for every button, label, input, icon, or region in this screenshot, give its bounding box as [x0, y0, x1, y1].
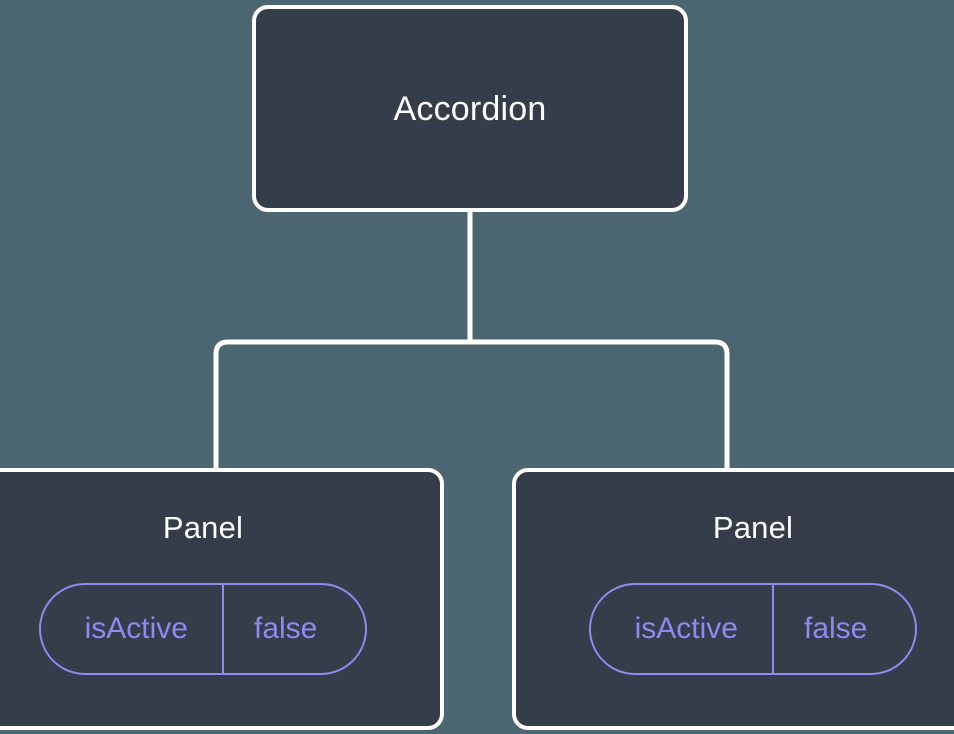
connector-branch-left	[213, 339, 470, 470]
node-panel-right[interactable]: Panel isActive false	[512, 468, 954, 730]
node-panel-left-label: Panel	[162, 510, 244, 545]
node-panel-right-label: Panel	[712, 510, 794, 545]
prop-pill-is-active-right[interactable]: isActive false	[588, 583, 918, 675]
node-panel-left[interactable]: Panel isActive false	[0, 468, 444, 730]
node-accordion[interactable]: Accordion	[252, 5, 688, 212]
connector-branch-right	[470, 339, 730, 470]
prop-pill-is-active-left[interactable]: isActive false	[38, 583, 368, 675]
node-accordion-label: Accordion	[393, 89, 547, 128]
prop-key-is-active-right: isActive	[591, 585, 774, 673]
prop-value-is-active-right: false	[803, 612, 868, 645]
prop-value-is-active-left: false	[253, 612, 318, 645]
prop-key-is-active-left: isActive	[41, 585, 224, 673]
